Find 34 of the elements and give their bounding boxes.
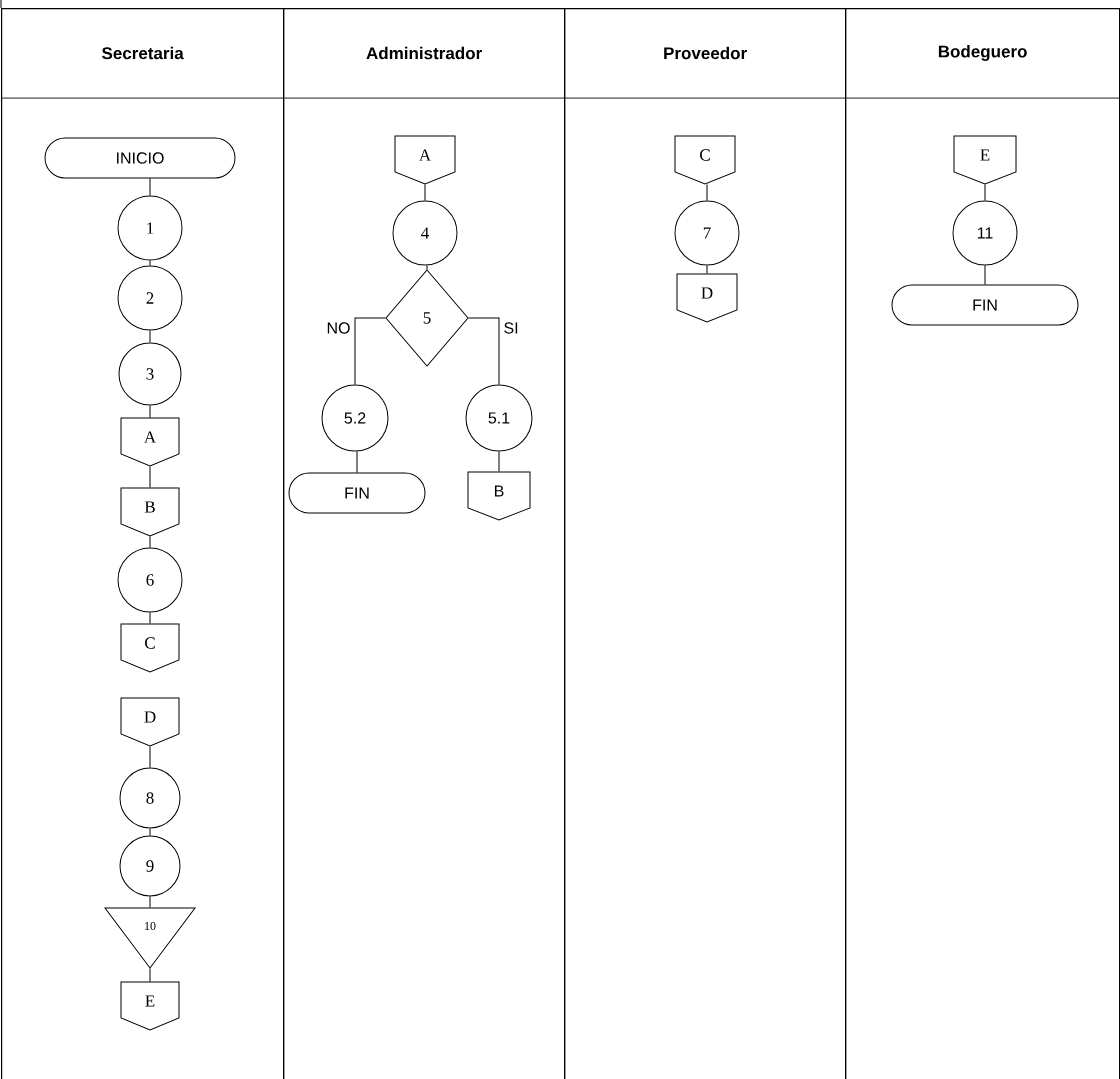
edge-label: SI xyxy=(504,322,518,334)
connector-line xyxy=(984,265,986,285)
connector-line xyxy=(149,968,151,982)
connector-line xyxy=(149,828,151,836)
connector-line xyxy=(149,746,151,768)
offpage-connector: C xyxy=(120,623,180,673)
storage-triangle: 10 xyxy=(104,907,196,969)
connector-line xyxy=(424,184,426,201)
edge-label: NO xyxy=(327,322,350,334)
connector-line xyxy=(354,317,386,385)
offpage-connector: E xyxy=(953,135,1017,185)
offpage-connector: A xyxy=(120,417,180,467)
connector-line xyxy=(984,184,986,201)
offpage-connector: B xyxy=(467,471,531,521)
connector-line xyxy=(468,317,500,385)
connector-line xyxy=(426,265,428,270)
connector-line xyxy=(356,451,358,473)
offpage-connector: B xyxy=(120,487,180,537)
offpage-connector: D xyxy=(676,273,738,323)
connector-line xyxy=(149,612,151,624)
connector-line xyxy=(149,896,151,908)
connector-line xyxy=(498,451,500,472)
connector-line xyxy=(149,405,151,418)
connector-line xyxy=(149,466,151,488)
connector-line xyxy=(149,178,151,196)
offpage-connector: D xyxy=(120,697,180,747)
offpage-connector: A xyxy=(394,135,456,185)
offpage-connector: C xyxy=(674,135,736,185)
connector-line xyxy=(706,265,708,274)
connector-line xyxy=(149,536,151,548)
connector-line xyxy=(149,330,151,343)
connector-line xyxy=(706,184,708,201)
connector-line xyxy=(149,260,151,266)
offpage-connector: E xyxy=(120,981,180,1031)
